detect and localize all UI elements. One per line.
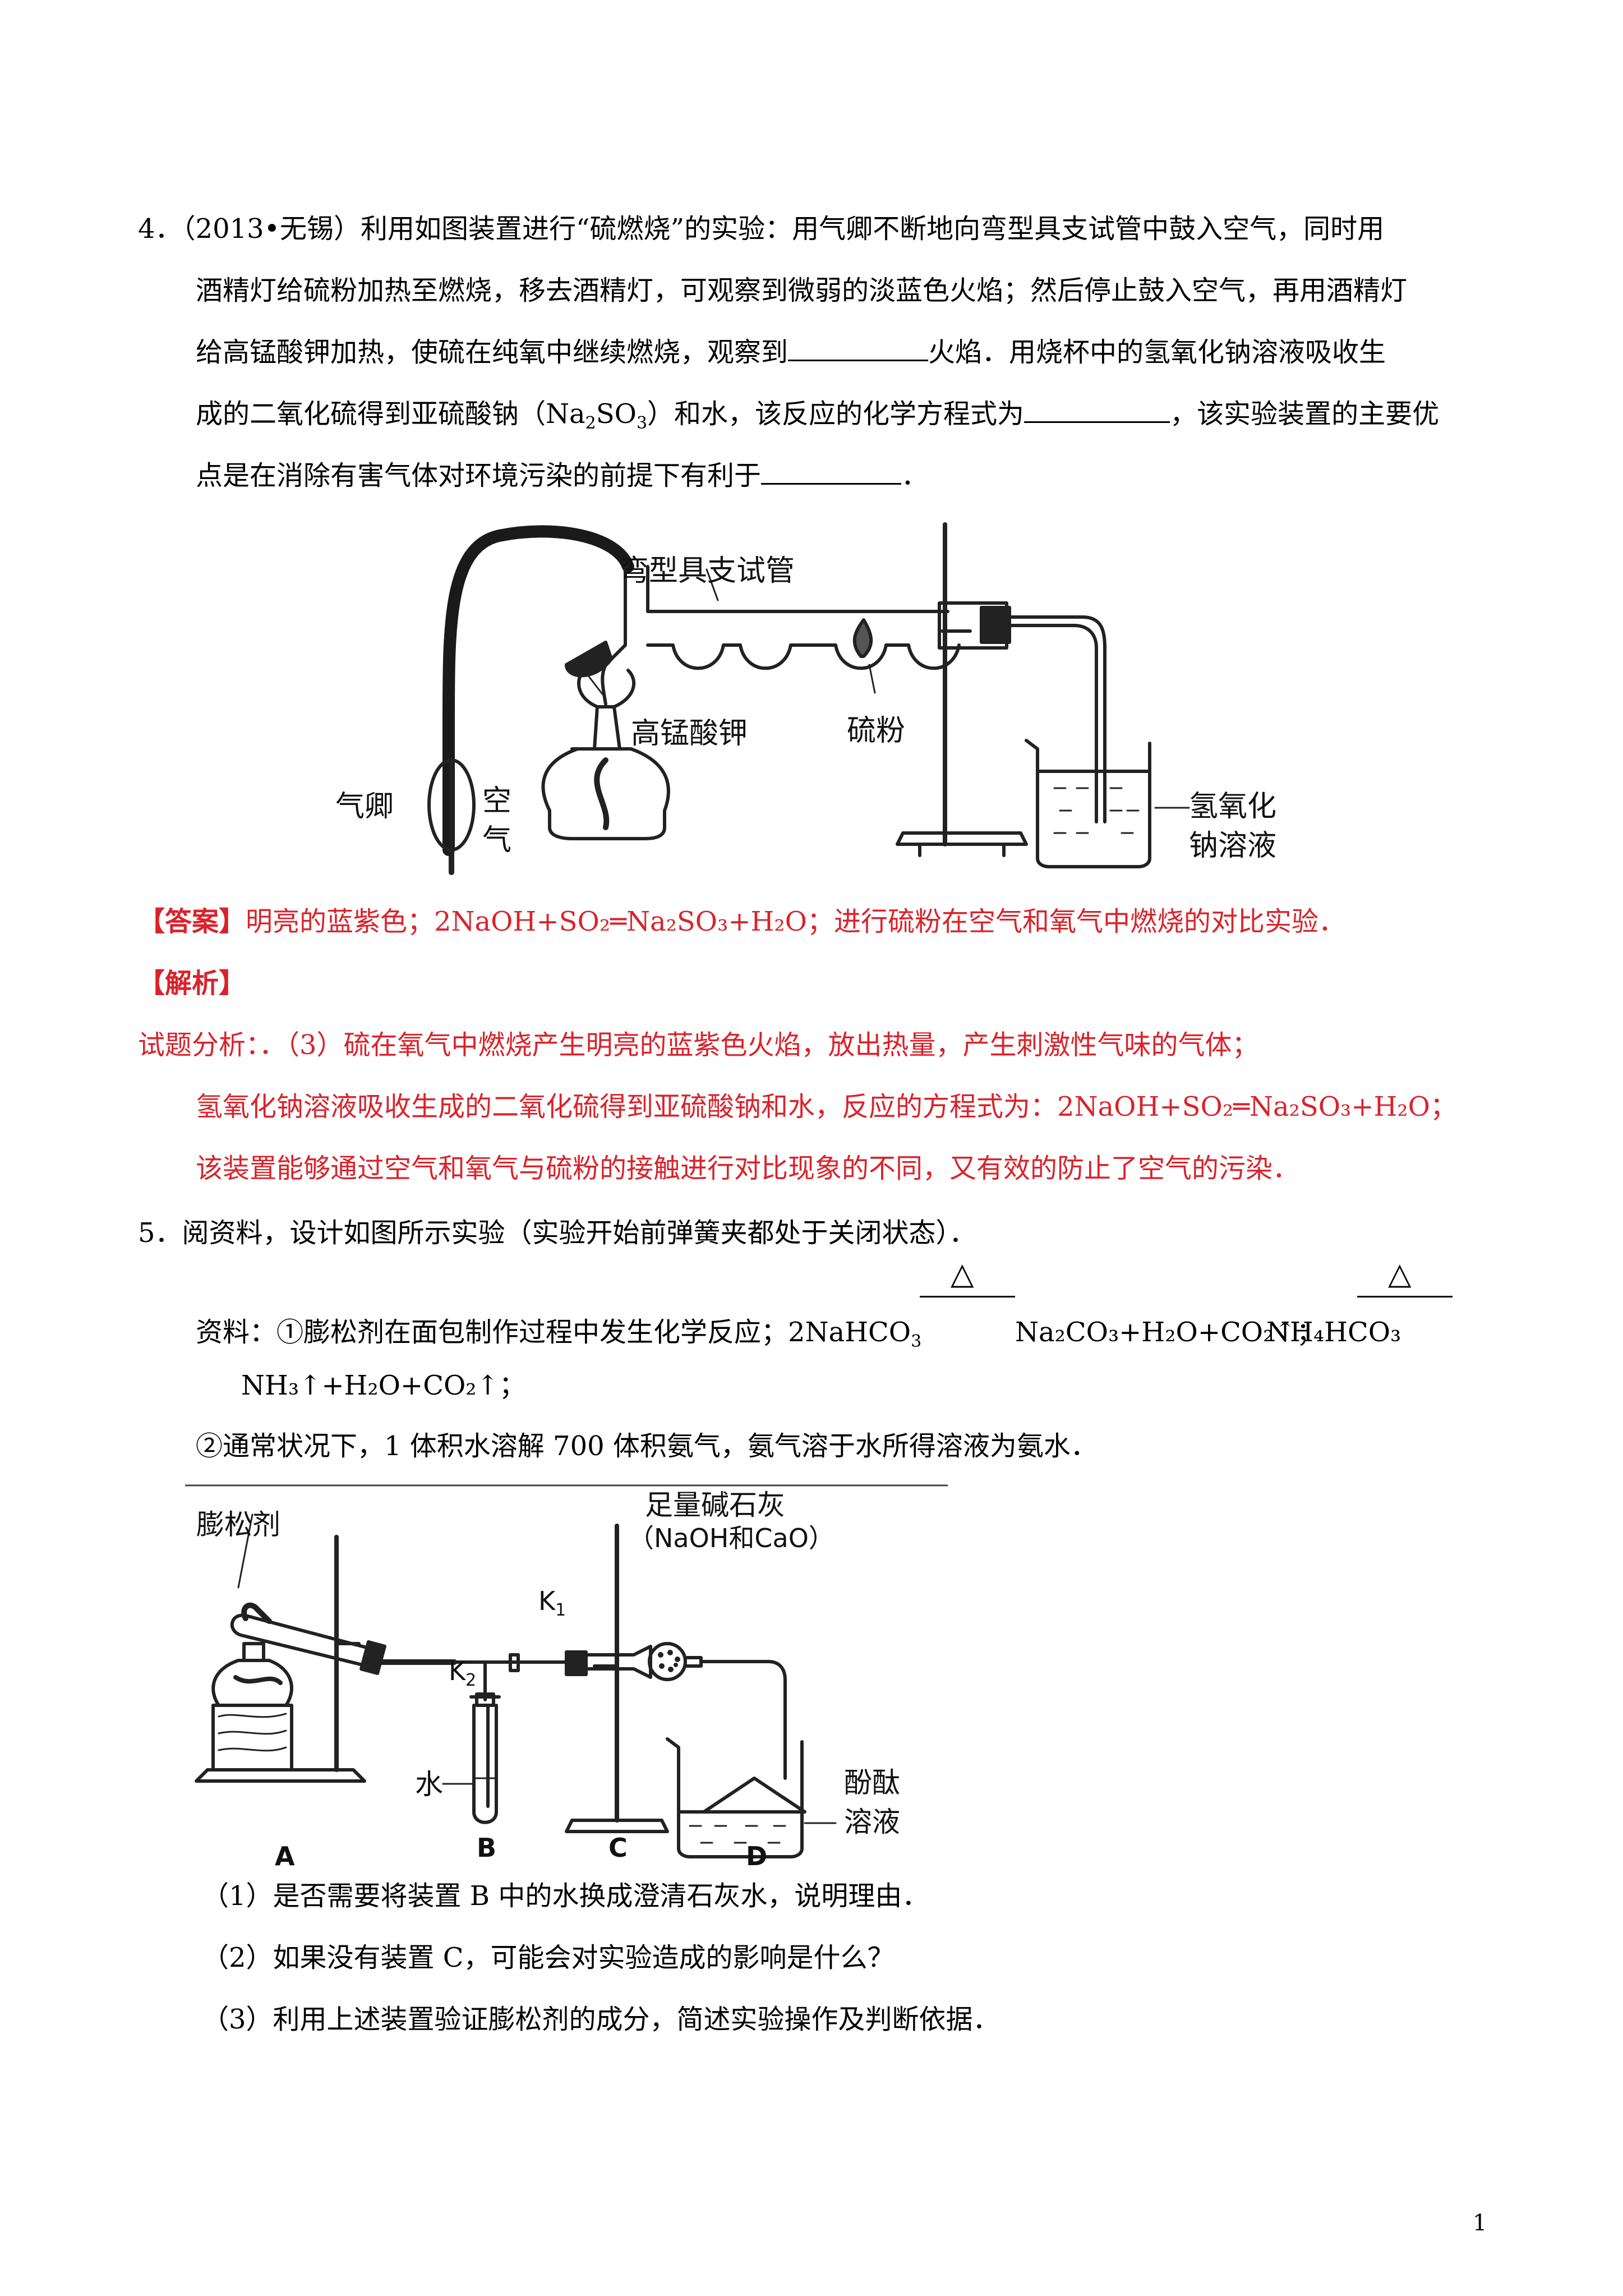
q5-line-1: 5．阅资料，设计如图所示实验（实验开始前弹簧夹都处于关闭状态）． — [138, 1217, 976, 1249]
figure-sulfur-combustion-apparatus: 弯型具支试管 高锰酸钾 硫粉 气卿 空 气 氢氧化 钠溶液 — [335, 522, 1276, 875]
subscript: 2 — [585, 413, 596, 433]
delta-symbol: △ — [1388, 1256, 1412, 1291]
label-soda-lime-1: 足量碱石灰 — [645, 1489, 785, 1521]
answer-blank-2[interactable] — [1024, 399, 1170, 423]
label-d: D — [746, 1841, 767, 1868]
answer-label: 【答案】 — [138, 906, 246, 937]
q5-ref-2: NH₃↑+H₂O+CO₂↑； — [241, 1370, 526, 1401]
heating-condition-2: △ — [1357, 1256, 1453, 1297]
q4-line-3-text-b: 火焰．用烧杯中的氢氧化钠溶液吸收生 — [928, 337, 1386, 368]
label-naoh-1: 氢氧化 — [1189, 790, 1276, 823]
label-a: A — [275, 1841, 295, 1868]
q4-line-4-text-c: ）和水，该反应的化学方程式为 — [647, 398, 1025, 430]
q4-line-5-end: ． — [901, 460, 929, 491]
q4-line-4-text: 成的二氧化硫得到亚硫酸钠（Na — [196, 398, 585, 430]
label-water: 水 — [415, 1768, 443, 1801]
label-phenolphthalein-1: 酚酞 — [844, 1766, 900, 1799]
ref-1-text: 资料：①膨松剂在面包制作过程中发生化学反应；2NaHCO — [196, 1317, 911, 1348]
label-k2: K2 — [449, 1656, 476, 1690]
subscript: 3 — [911, 1332, 922, 1351]
subscript: 3 — [636, 413, 648, 433]
label-air-2: 气 — [482, 823, 511, 857]
label-k2-subscript: 2 — [465, 1671, 476, 1690]
analysis-label: 【解析】 — [138, 968, 246, 999]
q4-line-3-text: 给高锰酸钾加热，使硫在纯氧中继续燃烧，观察到 — [196, 337, 789, 368]
label-naoh-2: 钠溶液 — [1189, 829, 1276, 863]
label-leavening-agent: 膨松剂 — [196, 1508, 280, 1541]
answer-text: 明亮的蓝紫色；2NaOH+SO₂═Na₂SO₃+H₂O；进行硫粉在空气和氧气中燃… — [246, 906, 1345, 937]
q5-sub-question-3: （3）利用上述装置验证膨松剂的成分，简述实验操作及判断依据． — [202, 2004, 1000, 2035]
label-air-1: 空 — [482, 784, 511, 818]
q4-line-4-text-b: SO — [596, 398, 637, 430]
label-phenolphthalein-2: 溶液 — [844, 1806, 900, 1838]
q5-ref-1: 资料：①膨松剂在面包制作过程中发生化学反应；2NaHCO3 — [196, 1315, 922, 1351]
q4-line-1: 4．（2013•无锡）利用如图装置进行“硫燃烧”的实验：用气卿不断地向弯型具支试… — [138, 213, 1385, 245]
rubber-tube — [442, 525, 634, 856]
label-k1-letter: K — [538, 1586, 556, 1616]
q4-line-3: 给高锰酸钾加热，使硫在纯氧中继续燃烧，观察到 火焰．用烧杯中的氢氧化钠溶液吸收生 — [196, 335, 1386, 369]
q5-sub-question-2: （2）如果没有装置 C，可能会对实验造成的影响是什么？ — [202, 1942, 895, 1973]
label-k2-letter: K — [449, 1656, 467, 1686]
label-sulfur-powder: 硫粉 — [847, 714, 905, 748]
label-c: C — [608, 1833, 628, 1863]
label-k1: K1 — [538, 1586, 566, 1620]
q4-line-4-text-d: ，该实验装置的主要优 — [1170, 398, 1440, 430]
label-k1-subscript: 1 — [555, 1600, 566, 1620]
label-rubber-bulb: 气卿 — [335, 790, 394, 823]
answer-line: 【答案】明亮的蓝紫色；2NaOH+SO₂═Na₂SO₃+H₂O；进行硫粉在空气和… — [138, 905, 1345, 938]
q5-ref-1-nh4hco3: NH₄HCO₃ — [1266, 1317, 1401, 1348]
q4-line-4: 成的二氧化硫得到亚硫酸钠（Na2SO3）和水，该反应的化学方程式为 ，该实验装置的… — [196, 397, 1440, 433]
label-bent-tube: 弯型具支试管 — [620, 554, 795, 588]
analysis-line-3: 该装置能够通过空气和氧气与硫粉的接触进行对比现象的不同，又有效的防止了空气的污染… — [196, 1153, 1300, 1184]
q4-line-5: 点是在消除有害气体对环境污染的前提下有利于 ． — [196, 459, 928, 493]
label-b: B — [477, 1833, 496, 1863]
page-number: 1 — [1473, 2210, 1487, 2236]
figure-leavening-agent-apparatus: 膨松剂 足量碱石灰 （NaOH和CaO） K1 K2 水 酚酞 溶液 A B C… — [185, 1484, 948, 1868]
q4-line-5-text: 点是在消除有害气体对环境污染的前提下有利于 — [196, 460, 762, 491]
answer-blank-1[interactable] — [788, 337, 929, 361]
label-kmno4: 高锰酸钾 — [631, 717, 748, 751]
analysis-line-2: 氢氧化钠溶液吸收生成的二氧化硫得到亚硫酸钠和水，反应的方程式为：2NaOH+SO… — [196, 1091, 1457, 1122]
q4-line-2: 酒精灯给硫粉加热至燃烧，移去酒精灯，可观察到微弱的淡蓝色火焰；然后停止鼓入空气，… — [196, 275, 1408, 306]
analysis-line-1: 试题分析：．（3）硫在氧气中燃烧产生明亮的蓝紫色火焰，放出热量，产生刺激性气味的… — [138, 1029, 1259, 1061]
heating-condition-1: △ — [920, 1256, 1015, 1297]
q5-ref-3: ②通常状况下，1 体积水溶解 700 体积氨气，氨气溶于水所得溶液为氨水． — [196, 1430, 1098, 1462]
q5-sub-question-1: （1）是否需要将装置 B 中的水换成澄清石灰水，说明理由． — [202, 1880, 929, 1912]
q5-ref-1-product: Na₂CO₃+H₂O+CO₂↑； — [1015, 1317, 1324, 1348]
answer-blank-3[interactable] — [761, 461, 902, 485]
delta-symbol: △ — [951, 1256, 974, 1291]
label-soda-lime-2: （NaOH和CaO） — [628, 1523, 834, 1553]
